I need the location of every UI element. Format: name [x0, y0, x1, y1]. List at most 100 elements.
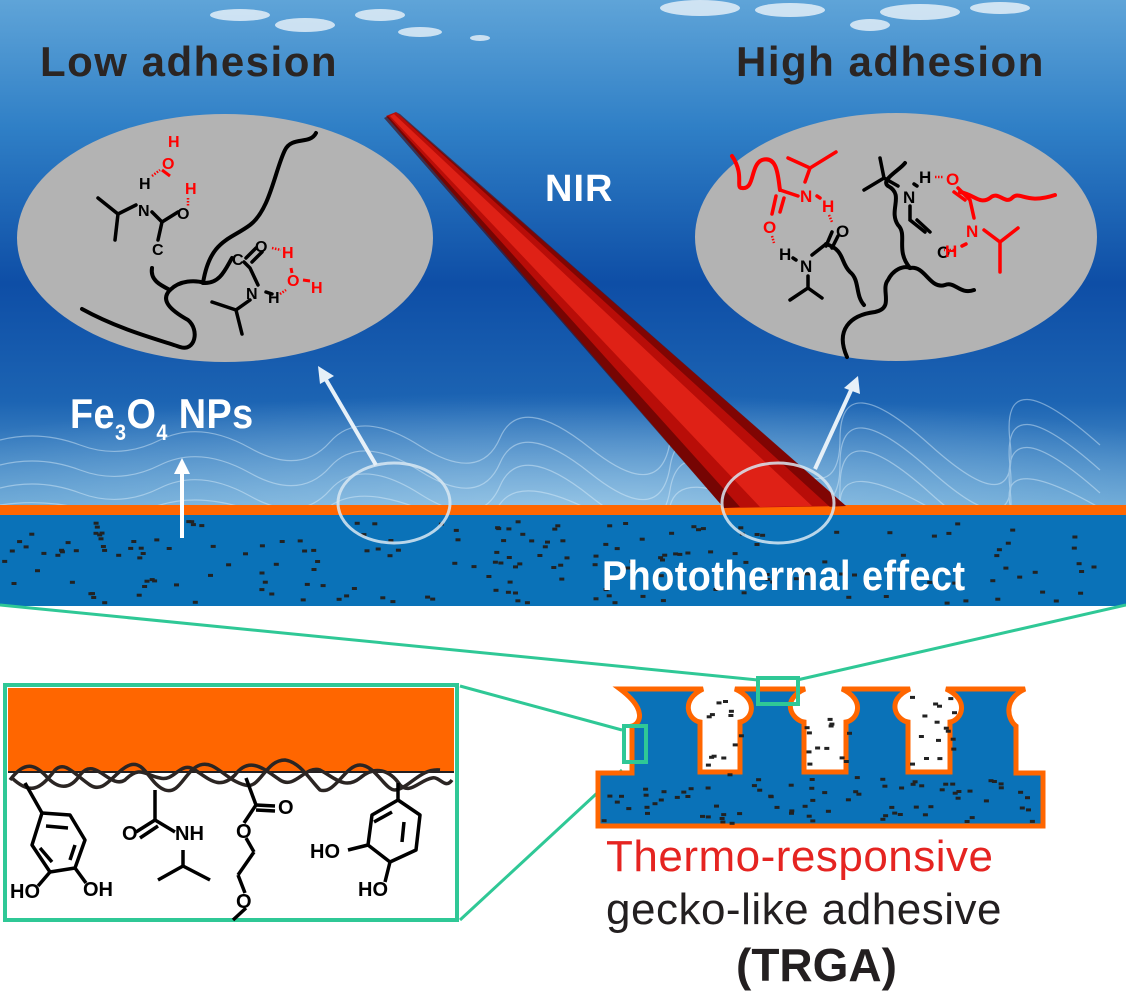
- nanoparticle-dot: [910, 695, 915, 699]
- nanoparticle-dot: [658, 574, 664, 578]
- nanoparticle-dot: [983, 799, 989, 803]
- nanoparticle-dot: [186, 520, 192, 524]
- nanoparticle-dot: [843, 760, 849, 763]
- nanoparticle-dot: [59, 548, 65, 552]
- nanoparticle-dot: [430, 597, 436, 601]
- nanoparticle-dot: [658, 798, 664, 802]
- nanoparticle-dot: [515, 599, 521, 603]
- nanoparticle-dot: [913, 805, 919, 809]
- nanoparticle-dot: [922, 813, 928, 817]
- nanoparticle-dot: [513, 591, 518, 595]
- nanoparticle-dot: [719, 817, 725, 820]
- nanoparticle-dot: [768, 794, 774, 798]
- nanoparticle-dot: [102, 601, 108, 605]
- nanoparticle-dot: [262, 580, 268, 584]
- nanoparticle-dot: [128, 546, 134, 550]
- nanoparticle-dot: [660, 599, 666, 603]
- nanoparticle-dot: [967, 789, 973, 793]
- nanoparticle-dot: [639, 537, 645, 541]
- hydroxyl-label: HO: [358, 879, 388, 901]
- nanoparticle-dot: [1010, 528, 1016, 532]
- nanoparticle-dot: [729, 821, 735, 825]
- nanoparticle-dot: [606, 594, 612, 598]
- nanoparticle-dot: [728, 709, 734, 713]
- atom-label: C: [152, 242, 164, 259]
- nanoparticle-dot: [226, 563, 232, 567]
- nanoparticle-dot: [425, 595, 431, 599]
- nanoparticle-dot: [990, 579, 996, 583]
- nanoparticle-dot: [100, 545, 106, 548]
- nanoparticle-dot: [810, 798, 816, 802]
- nanoparticle-dot: [166, 547, 172, 550]
- nanoparticle-dot: [743, 560, 749, 564]
- target-surface: [8, 688, 454, 772]
- nanoparticle-dot: [88, 592, 94, 596]
- nanoparticle-dot: [988, 779, 994, 783]
- nanoparticle-dot: [910, 782, 916, 786]
- nanoparticle-dot: [498, 561, 504, 565]
- atom-label: H: [139, 176, 151, 193]
- atom-label: H: [945, 242, 957, 261]
- nanoparticle-dot: [131, 540, 137, 543]
- nanoparticle-dot: [705, 786, 711, 790]
- nanoparticle-dot: [889, 805, 895, 809]
- nanoparticle-dot: [897, 813, 903, 816]
- subscript-4: 4: [156, 420, 168, 445]
- nanoparticle-dot: [1019, 806, 1025, 810]
- nanoparticle-dot: [931, 534, 937, 538]
- nanoparticle-dot: [361, 533, 367, 537]
- nanoparticle-dot: [614, 547, 620, 551]
- nanoparticle-dot: [660, 558, 665, 562]
- photothermal-effect-label: Photothermal effect: [602, 552, 966, 599]
- atom-label: N: [246, 286, 258, 303]
- nanoparticle-dot: [757, 788, 763, 792]
- nanoparticle-dot: [673, 552, 679, 556]
- nanoparticle-dot: [192, 600, 198, 604]
- nanoparticle-dot: [1072, 535, 1078, 539]
- nanoparticle-dot: [1029, 819, 1035, 823]
- nanoparticle-dot: [1040, 590, 1046, 594]
- particle-up-arrow: [174, 458, 190, 538]
- nanoparticle-dot: [644, 805, 650, 809]
- nanoparticle-dot: [737, 812, 743, 816]
- hbond-network: N H O H N O H N O O N H: [763, 150, 1020, 302]
- nanoparticle-dot: [65, 541, 71, 545]
- nanoparticle-dot: [919, 784, 925, 788]
- nanoparticle-dot: [883, 595, 889, 598]
- nanoparticle-dot: [524, 601, 530, 605]
- nanoparticle-dot: [559, 577, 565, 581]
- nanoparticle-dot: [189, 520, 195, 524]
- nanoparticle-dot: [612, 601, 618, 605]
- nanoparticle-dot: [555, 524, 561, 528]
- oeg-ester-unit: [231, 777, 276, 922]
- hydroxyl-label: HO: [10, 881, 40, 903]
- nanoparticle-dot: [721, 756, 727, 760]
- nanoparticle-dot: [387, 554, 393, 558]
- nanoparticle-dot: [97, 533, 103, 537]
- nanoparticle-dot: [887, 531, 893, 535]
- nanoparticle-dot: [681, 790, 687, 794]
- nanoparticle-dot: [804, 726, 810, 730]
- nanoparticle-dot: [390, 600, 396, 604]
- nanoparticle-dot: [952, 711, 957, 715]
- nanoparticle-dot: [892, 811, 898, 815]
- nanoparticle-dot: [727, 773, 733, 777]
- pillar-nanoparticle-dots: [601, 695, 1035, 825]
- nipam-unit: [135, 790, 211, 882]
- nanoparticle-dot: [564, 556, 570, 560]
- nanoparticle-dot: [658, 556, 664, 560]
- atom-label: H: [168, 134, 180, 151]
- nanoparticle-dot: [738, 734, 744, 738]
- water-bonded-amide-right: C O N H H O H: [210, 239, 323, 336]
- nanoparticle-dot: [311, 568, 317, 571]
- nanoparticle-dot: [922, 714, 928, 718]
- nanoparticle-dot: [809, 786, 815, 790]
- nanoparticle-dot: [805, 572, 810, 576]
- nanoparticle-dot: [774, 805, 780, 809]
- nanoparticle-dot: [537, 554, 543, 557]
- nanoparticle-dot: [629, 560, 635, 563]
- nanoparticle-dot: [880, 817, 886, 821]
- atom-label: C: [232, 252, 244, 269]
- nanoparticle-dot: [645, 811, 650, 815]
- nanoparticle-dot: [825, 809, 831, 813]
